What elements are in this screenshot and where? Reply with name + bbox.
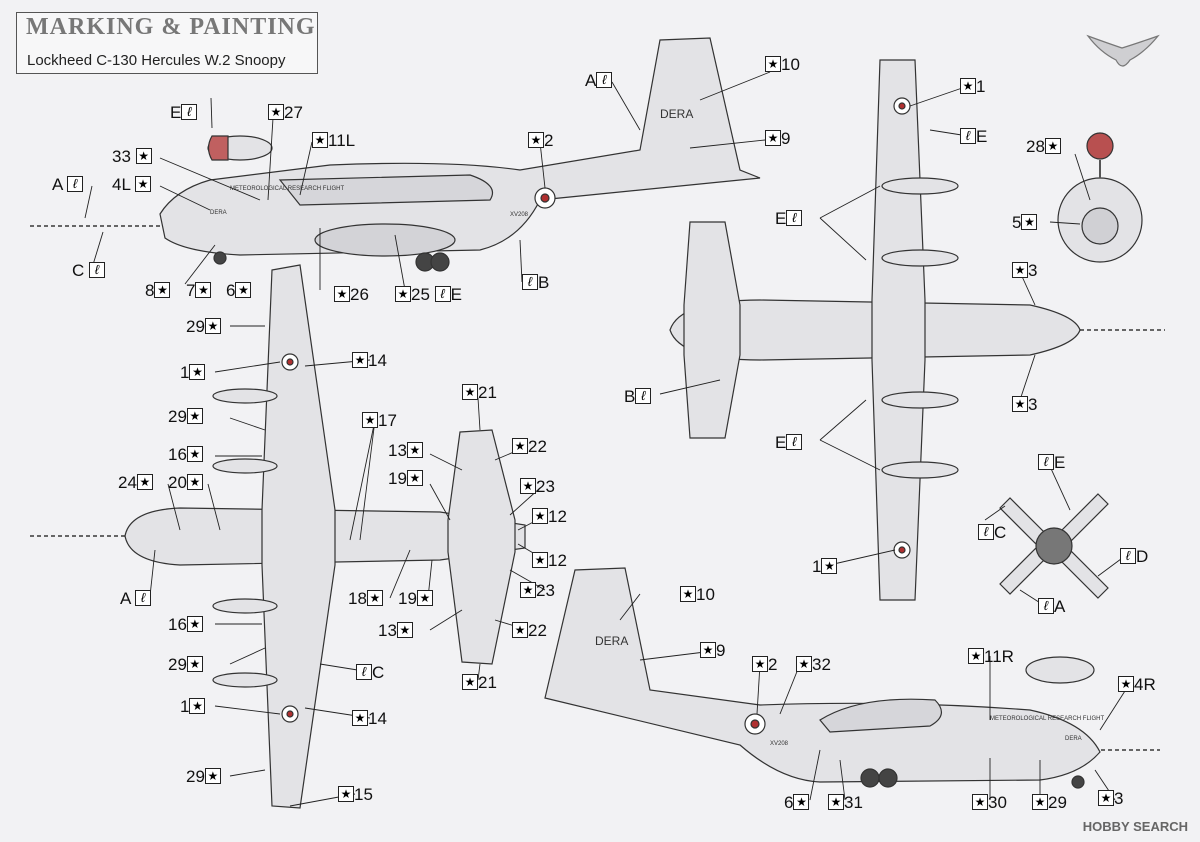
callout-a-prop: A bbox=[1038, 598, 1065, 616]
callout-4r: 4R bbox=[1118, 676, 1156, 694]
callout-27: 27 bbox=[268, 104, 303, 122]
callout-31: 31 bbox=[828, 794, 863, 812]
watermark: HOBBY SEARCH bbox=[1082, 819, 1188, 834]
callout-12b: 12 bbox=[532, 552, 567, 570]
callout-19b: 19 bbox=[398, 590, 433, 608]
callout-e-pods-lower: E bbox=[775, 434, 803, 452]
callout-14a: 14 bbox=[352, 352, 387, 370]
callout-29c: 29 bbox=[168, 656, 203, 674]
callout-17: 17 bbox=[362, 412, 397, 430]
dera-small-left: DERA bbox=[210, 210, 227, 216]
callout-33: 33 bbox=[112, 148, 152, 166]
dera-small-right: DERA bbox=[1065, 736, 1082, 742]
callout-5: 5 bbox=[1012, 214, 1038, 232]
callout-9a: 9 bbox=[765, 130, 790, 148]
callout-a-plan: A bbox=[120, 590, 152, 608]
callout-6b: 6 bbox=[784, 794, 810, 812]
callout-e-under: E bbox=[960, 128, 987, 146]
callout-23b: 23 bbox=[520, 582, 555, 600]
callout-14b: 14 bbox=[352, 710, 387, 728]
callout-18: 18 bbox=[348, 590, 383, 608]
callout-21b: 21 bbox=[462, 674, 497, 692]
owl-logo bbox=[1086, 34, 1160, 67]
callout-d-prop: D bbox=[1120, 548, 1148, 566]
callout-10b: 10 bbox=[680, 586, 715, 604]
callout-9b: 9 bbox=[700, 642, 725, 660]
callout-29a: 29 bbox=[186, 318, 221, 336]
callout-20: 20 bbox=[168, 474, 203, 492]
dera-tail-right: DERA bbox=[595, 634, 628, 648]
side-view-left bbox=[30, 37, 761, 272]
callout-1b: 1 bbox=[180, 698, 206, 716]
callout-6a: 6 bbox=[226, 282, 252, 300]
fuselage-banner-left: METEOROLOGICAL RESEARCH FLIGHT bbox=[230, 186, 344, 192]
callout-2b: 2 bbox=[752, 656, 777, 674]
callout-a-tail: A bbox=[585, 72, 613, 90]
callout-e-pods-upper: E bbox=[775, 210, 803, 228]
callout-19a: 19 bbox=[388, 470, 423, 488]
callout-15: 15 bbox=[338, 786, 373, 804]
callout-1a: 1 bbox=[180, 364, 206, 382]
fuselage-banner-right: METEOROLOGICAL RESEARCH FLIGHT bbox=[990, 716, 1104, 722]
callout-16b: 16 bbox=[168, 616, 203, 634]
callout-25: 25 E bbox=[395, 286, 462, 304]
callout-13a: 13 bbox=[388, 442, 423, 460]
callout-3b: 3 bbox=[1012, 396, 1037, 414]
callout-11r: 11R bbox=[968, 648, 1014, 666]
bottom-view-right bbox=[669, 59, 1165, 601]
callout-29d: 29 bbox=[186, 768, 221, 786]
callout-1c: 1 bbox=[960, 78, 985, 96]
callout-e-prop: E bbox=[1038, 454, 1065, 472]
callout-c-prop: C bbox=[978, 524, 1006, 542]
callout-10a: 10 bbox=[765, 56, 800, 74]
sheet-title: MARKING & PAINTING bbox=[26, 14, 316, 40]
callout-2a: 2 bbox=[528, 132, 553, 150]
callout-13b: 13 bbox=[378, 622, 413, 640]
callout-1d: 1 bbox=[812, 558, 838, 576]
callout-23a: 23 bbox=[520, 478, 555, 496]
callout-b-fuselage: B bbox=[522, 274, 549, 292]
sheet-subtitle: Lockheed C-130 Hercules W.2 Snoopy bbox=[27, 52, 286, 69]
dera-tail-left: DERA bbox=[660, 107, 693, 121]
callout-12a: 12 bbox=[532, 508, 567, 526]
callout-26: 26 bbox=[334, 286, 369, 304]
callout-c-nose: C bbox=[72, 262, 106, 280]
callout-3a: 3 bbox=[1012, 262, 1037, 280]
callout-a-nose: A bbox=[52, 176, 84, 194]
propeller-view bbox=[999, 493, 1109, 599]
callout-16a: 16 bbox=[168, 446, 203, 464]
side-view-right bbox=[544, 567, 1160, 789]
callout-30: 30 bbox=[972, 794, 1007, 812]
front-view bbox=[1057, 132, 1143, 263]
top-view-left bbox=[30, 264, 526, 809]
callout-11l: 11L bbox=[312, 132, 355, 150]
title-box bbox=[16, 12, 318, 74]
callout-32: 32 bbox=[796, 656, 831, 674]
callout-c-wing: C bbox=[356, 664, 384, 682]
callout-7a: 7 bbox=[186, 282, 212, 300]
callout-22a: 22 bbox=[512, 438, 547, 456]
callout-24: 24 bbox=[118, 474, 153, 492]
callout-22b: 22 bbox=[512, 622, 547, 640]
callout-4l: 4L bbox=[112, 176, 152, 194]
callout-29b: 29 bbox=[168, 408, 203, 426]
callout-28: 28 bbox=[1026, 138, 1061, 156]
serial-left: XV208 bbox=[510, 212, 529, 218]
callout-b-tailplane: B bbox=[624, 388, 652, 406]
callout-21a: 21 bbox=[462, 384, 497, 402]
callout-e-pod: E bbox=[170, 104, 198, 122]
serial-right: XV208 bbox=[770, 741, 789, 747]
callout-29e: 29 bbox=[1032, 794, 1067, 812]
callout-3c: 3 bbox=[1098, 790, 1123, 808]
callout-8: 8 bbox=[145, 282, 171, 300]
